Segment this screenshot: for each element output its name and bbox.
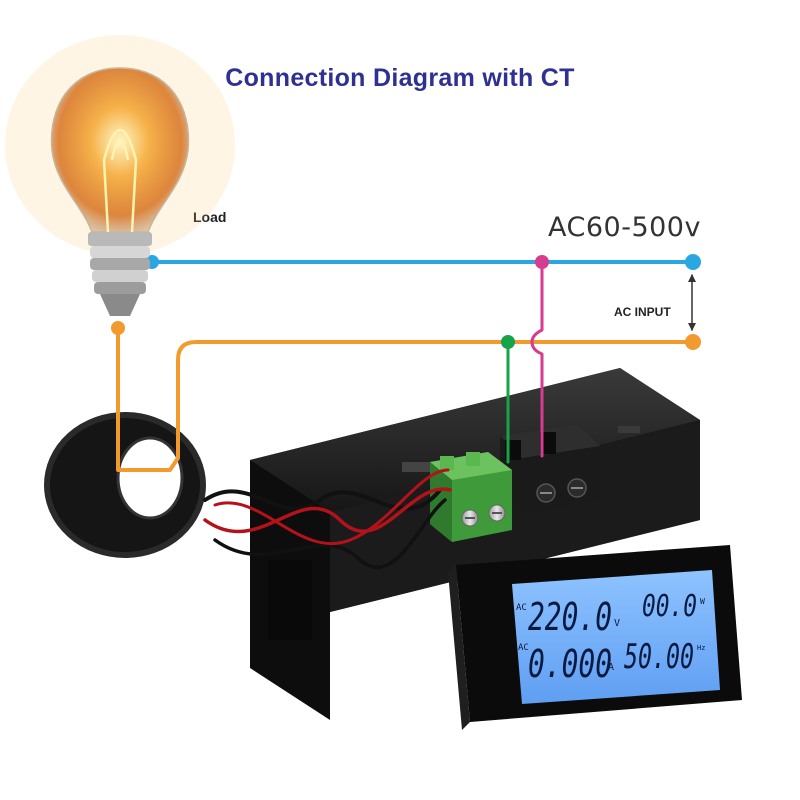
lcd-meter-front: AC 220.0 V 00.0 W AC 0.000 A 50.00 Hz [448, 545, 742, 730]
wiring [116, 260, 696, 472]
lcd-frequency-unit: Hz [697, 644, 705, 652]
pink-lead [530, 260, 544, 458]
load-label: Load [193, 209, 227, 225]
ct-leads [203, 468, 452, 570]
neutral-wire [116, 328, 695, 472]
green-terminal-block [430, 452, 512, 542]
lcd-current-unit: A [608, 662, 614, 673]
ac-input-label: AC INPUT [614, 305, 671, 319]
lcd-row1-prefix: AC [516, 603, 527, 613]
black-terminal-block [500, 424, 600, 514]
bulb-socket [88, 232, 152, 316]
current-transformer-icon [44, 412, 206, 558]
lcd-frequency-value: 50.00 [624, 637, 694, 677]
lcd-row-2: AC 0.000 A 50.00 Hz [518, 637, 705, 686]
diagram-title: Connection Diagram with CT [225, 64, 575, 92]
lcd-voltage-unit: V [614, 618, 620, 629]
lcd-power-unit: W [700, 597, 705, 606]
junction-dots [111, 254, 701, 350]
lcd-row-1: AC 220.0 V 00.0 W [516, 589, 705, 639]
lcd-row2-prefix: AC [518, 643, 529, 653]
voltage-range-label: AC60-500v [548, 212, 701, 243]
lcd-screen [512, 570, 720, 704]
lcd-voltage-value: 220.0 [528, 595, 612, 639]
lcd-power-value: 00.0 [642, 589, 697, 624]
light-bulb-icon [5, 35, 235, 316]
lcd-current-value: 0.000 [528, 642, 612, 686]
